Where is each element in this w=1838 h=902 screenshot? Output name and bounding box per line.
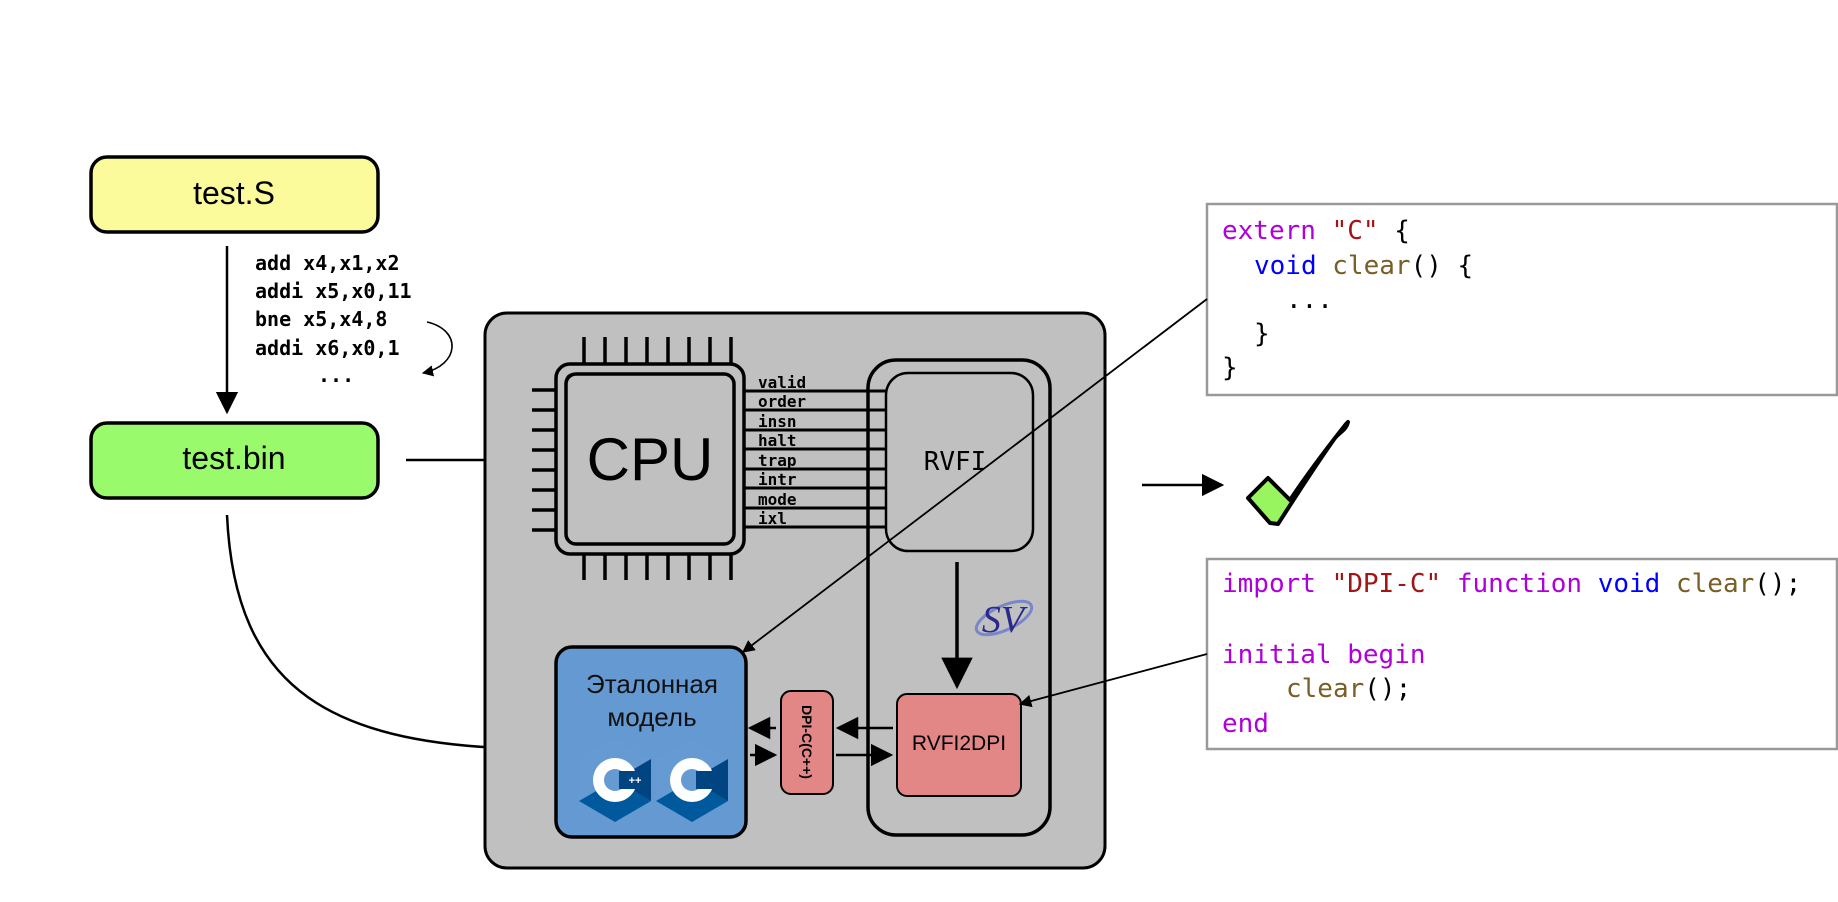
c-code-box: extern "C" { void clear() { ... } } [1205, 202, 1838, 397]
rvfi-label: RVFI [924, 447, 987, 477]
signal-label: halt [758, 431, 797, 450]
rvfi2dpi-label: RVFI2DPI [912, 732, 1006, 755]
svg-text:++: ++ [629, 775, 642, 787]
rvfi-bus [745, 389, 888, 529]
signal-label: intr [758, 470, 797, 489]
code-line: extern "C" { [1222, 216, 1410, 246]
reference-model-line1: Эталонная [586, 669, 718, 699]
c-logo-icon [656, 738, 728, 822]
rvfi-block [884, 371, 1035, 553]
rvfi2dpi-block [896, 693, 1022, 797]
code-line: import "DPI-C" function void clear(); [1222, 569, 1801, 599]
reference-model-line2: модель [607, 702, 696, 732]
sv-code-pointer [1018, 653, 1208, 708]
signal-label: trap [758, 451, 797, 470]
cpu-label: CPU [587, 426, 714, 493]
asm-line: bne x5,x4,8 [255, 307, 387, 331]
signal-label: ixl [758, 509, 787, 528]
source-file-label: test.S [193, 175, 275, 211]
sv-code-box: import "DPI-C" function void clear(); in… [1205, 557, 1838, 751]
cpu-left-pins [532, 388, 557, 532]
binary-file-label: test.bin [182, 440, 285, 476]
sv-logo-text: SV [982, 599, 1028, 641]
cpp-logo-icon: ++ [579, 738, 651, 822]
signal-label: mode [758, 490, 797, 509]
code-line: void clear() { [1254, 251, 1473, 281]
c-code-pointer [741, 298, 1208, 653]
sv-testbench-module [866, 358, 1052, 837]
code-line: } [1222, 353, 1238, 383]
sv-logo-icon: SV [974, 599, 1034, 641]
asm-line: addi x5,x0,11 [255, 279, 412, 303]
source-file-node: test.S [89, 155, 380, 234]
asm-line: add x4,x1,x2 [255, 251, 400, 275]
branch-arrow [421, 321, 453, 377]
load-model-arrow [225, 514, 545, 761]
binary-file-node: test.bin [89, 421, 380, 500]
asm-line: ... [318, 363, 354, 387]
code-line: end [1222, 709, 1269, 739]
signal-label: insn [758, 412, 797, 431]
dpi-bridge-block [780, 690, 834, 795]
asm-listing: add x4,x1,x2 addi x5,x0,11 bne x5,x4,8 a… [255, 251, 412, 387]
rvfi-signal-labels: valid order insn halt trap intr mode ixl [758, 373, 806, 528]
asm-line: addi x6,x0,1 [255, 336, 400, 360]
signal-label: valid [758, 373, 806, 392]
signal-label: order [758, 392, 806, 411]
cpu-bottom-pins [582, 553, 733, 580]
checkmark-icon [1246, 420, 1350, 526]
code-line: clear(); [1286, 674, 1411, 704]
code-line: ... [1286, 285, 1333, 315]
cpu-top-pins [582, 337, 733, 366]
dpi-bridge-label: DPI-C(C++) [799, 705, 815, 779]
code-line: initial begin [1222, 640, 1426, 670]
cpu-chip [532, 337, 746, 580]
code-line: } [1254, 319, 1270, 349]
